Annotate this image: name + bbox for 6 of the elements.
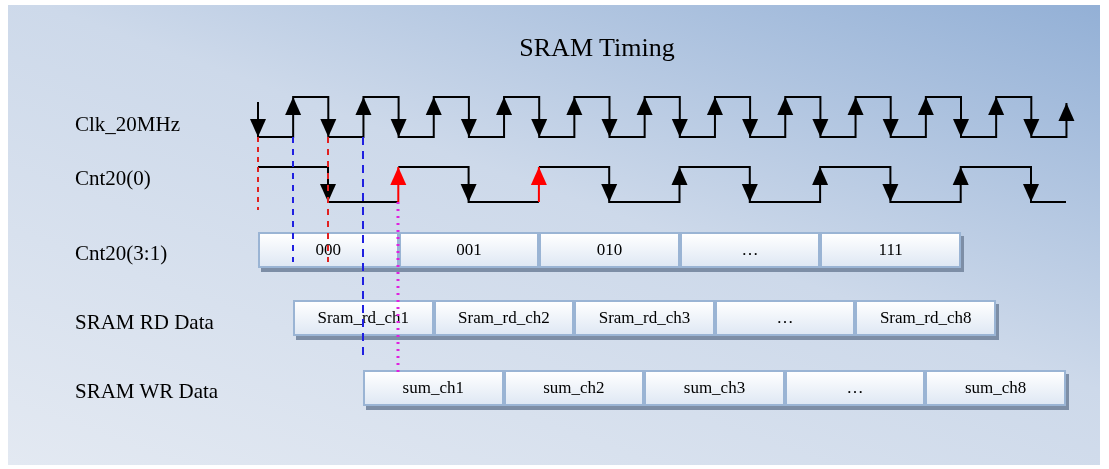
signal-name: SRAM RD Data [75,309,214,335]
signal-name: SRAM WR Data [75,378,219,404]
signal-name: Cnt20(0) [75,165,151,191]
signal-name: Clk_20MHz [75,111,180,137]
signal-name: Cnt20(3:1) [75,240,168,266]
title: SRAM Timing [518,32,676,64]
